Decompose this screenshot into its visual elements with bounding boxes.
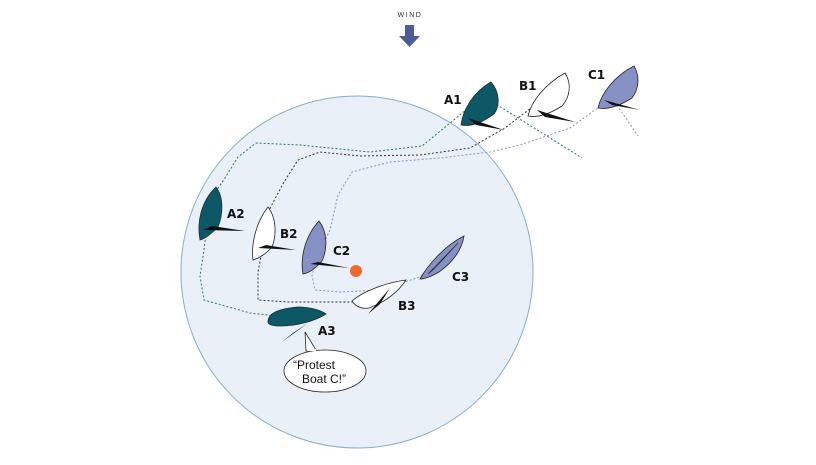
boat-c3 bbox=[419, 235, 465, 280]
boat-b2 bbox=[252, 206, 296, 261]
boat-c2 bbox=[301, 220, 349, 275]
track-b bbox=[257, 91, 553, 303]
boat-a2 bbox=[198, 186, 245, 241]
boat-b3 bbox=[351, 279, 407, 314]
speech-bubble-line1: “Protest bbox=[293, 358, 336, 372]
label-a2: A2 bbox=[227, 207, 245, 221]
boat-b1 bbox=[527, 72, 575, 122]
label-c2: C2 bbox=[333, 244, 350, 258]
label-c1: C1 bbox=[588, 68, 605, 82]
wind-label: WIND bbox=[398, 12, 423, 19]
track-a-extension bbox=[482, 95, 583, 159]
label-b2: B2 bbox=[280, 227, 298, 241]
boat-a1 bbox=[460, 81, 504, 130]
label-c3: C3 bbox=[452, 270, 469, 284]
wind-arrow-icon bbox=[399, 25, 420, 47]
label-b3: B3 bbox=[398, 299, 416, 313]
boat-a3 bbox=[267, 306, 327, 342]
mark-buoy bbox=[350, 265, 362, 277]
track-c bbox=[311, 91, 621, 293]
label-b1: B1 bbox=[519, 79, 537, 93]
track-a bbox=[199, 95, 484, 319]
label-a3: A3 bbox=[318, 324, 336, 338]
label-a1: A1 bbox=[444, 93, 462, 107]
speech-bubble-line2: Boat C!” bbox=[302, 372, 346, 386]
speech-bubble: “Protest Boat C!” bbox=[283, 331, 367, 393]
boat-c1 bbox=[597, 65, 640, 110]
